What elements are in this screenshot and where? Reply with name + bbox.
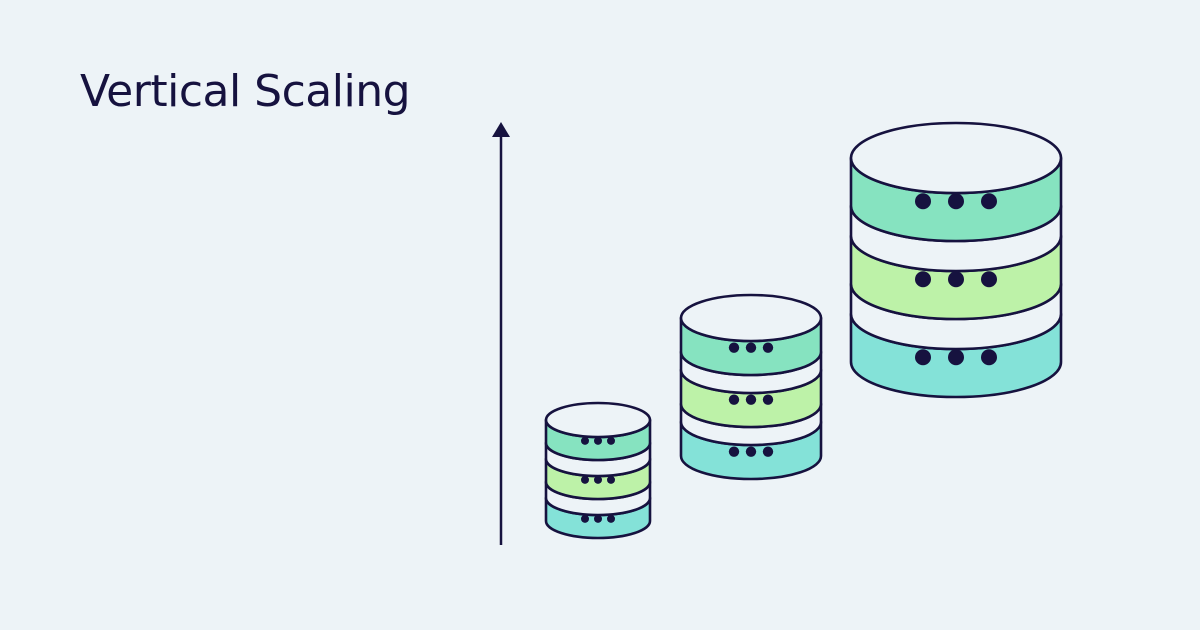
dot [581,514,589,523]
dot [607,436,615,445]
dot [728,446,740,457]
db-top-disk [544,401,652,439]
dot [915,271,931,288]
db-tier-bottom [679,402,823,481]
dot [762,446,774,457]
three-dots-icon [581,475,615,484]
dot [581,475,589,484]
dot [981,271,997,288]
dot [981,193,997,210]
dot [607,475,615,484]
arrow-head [492,122,510,137]
dot [981,349,997,366]
dot [915,349,931,366]
three-dots-icon [581,436,615,445]
three-dots-icon [581,514,615,523]
db-top-disk [679,293,823,343]
db-top-disk [849,121,1063,195]
dot [581,436,589,445]
database-icon-medium [679,293,823,481]
page-title: Vertical Scaling [80,66,411,117]
dot [762,394,774,405]
dot [728,394,740,405]
dot [762,342,774,353]
db-tier-middle [679,350,823,429]
three-dots-icon [915,271,997,288]
dot [745,394,757,405]
dot [948,349,964,366]
dot [594,514,602,523]
database-icon-small [544,401,652,540]
dot [948,193,964,210]
dot [607,514,615,523]
dot [745,446,757,457]
dot [948,271,964,288]
arrow-up-icon [492,122,510,545]
dot [728,342,740,353]
three-dots-icon [728,394,774,405]
dot [594,436,602,445]
dot [745,342,757,353]
dot [594,475,602,484]
three-dots-icon [728,342,774,353]
three-dots-icon [728,446,774,457]
three-dots-icon [915,193,997,210]
three-dots-icon [915,349,997,366]
db-tier-bottom [544,480,652,540]
dot [915,193,931,210]
database-icon-large [849,121,1063,399]
